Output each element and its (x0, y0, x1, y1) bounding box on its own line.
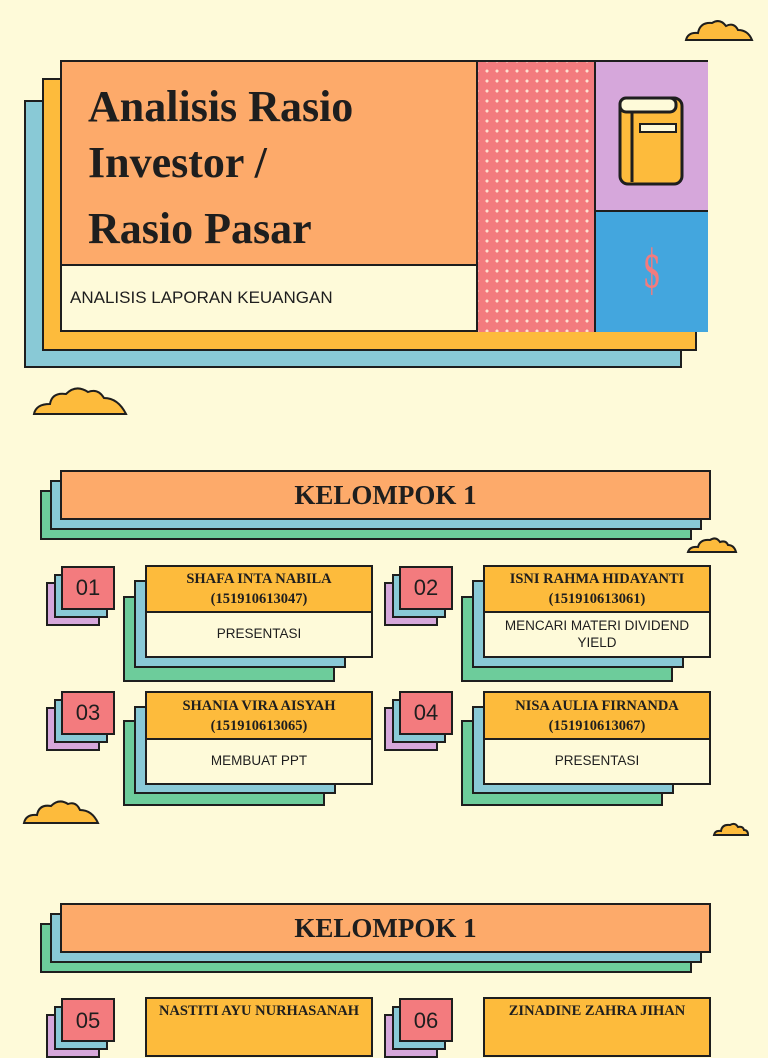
member-number: 04 (413, 700, 439, 725)
member-card: ISNI RAHMA HIDAYANTI (151910613061) MENC… (483, 565, 711, 658)
book-panel (596, 62, 708, 212)
member-task: PRESENTASI (554, 753, 640, 768)
member-nim: (151910613047) (210, 591, 308, 607)
member-name: ISNI RAHMA HIDAYANTI (509, 571, 685, 587)
member-number-badge: 01 (61, 566, 115, 610)
member-card: SHAFA INTA NABILA (151910613047) PRESENT… (145, 565, 373, 658)
header-card: Analisis Rasio Investor / Rasio Pasar AN… (60, 60, 708, 332)
member-number: 01 (75, 575, 101, 600)
cloud-decoration (684, 20, 754, 41)
member-card-header: SHAFA INTA NABILA (151910613047) (147, 567, 371, 613)
book-icon (618, 96, 684, 186)
section-banner-2: KELOMPOK 1 (60, 903, 711, 953)
member-number: 06 (413, 1008, 439, 1033)
member-name: SHAFA INTA NABILA (186, 571, 332, 587)
member-number-badge: 05 (61, 998, 115, 1042)
member-task: MEMBUAT PPT (210, 753, 308, 768)
subtitle: ANALISIS LAPORAN KEUANGAN (70, 288, 333, 307)
member-card-header: SHANIA VIRA AISYAH (151910613065) (147, 693, 371, 740)
member-name: NISA AULIA FIRNANDA (515, 697, 679, 714)
member-card: NASTITI AYU NURHASANAH (145, 997, 373, 1057)
section-banner-1: KELOMPOK 1 (60, 470, 711, 520)
section-title: KELOMPOK 1 (294, 479, 477, 510)
cloud-decoration (22, 800, 100, 824)
title-line-2: Investor / (88, 138, 267, 187)
member-name: SHANIA VIRA AISYAH (182, 697, 336, 714)
dollar-icon: $ (642, 240, 662, 300)
member-number-badge: 04 (399, 691, 453, 735)
title-line-3: Rasio Pasar (88, 204, 312, 253)
subtitle-panel: ANALISIS LAPORAN KEUANGAN (62, 266, 478, 332)
cloud-decoration (686, 537, 738, 553)
member-number-badge: 02 (399, 566, 453, 610)
page-title: Analisis Rasio Investor / Rasio Pasar (88, 76, 353, 260)
member-card-header: ISNI RAHMA HIDAYANTI (151910613061) (485, 567, 709, 613)
member-number-badge: 06 (399, 998, 453, 1042)
member-number: 02 (413, 575, 439, 600)
member-card-header: NISA AULIA FIRNANDA (151910613067) (485, 693, 709, 740)
member-number: 05 (75, 1008, 101, 1033)
member-nim: (151910613065) (210, 717, 308, 734)
member-nim: (151910613067) (548, 717, 646, 734)
title-panel: Analisis Rasio Investor / Rasio Pasar (62, 62, 478, 266)
member-card: NISA AULIA FIRNANDA (151910613067) PRESE… (483, 691, 711, 785)
member-task: PRESENTASI (216, 626, 302, 641)
section-title: KELOMPOK 1 (294, 912, 477, 943)
title-line-1: Analisis Rasio (88, 82, 354, 131)
cloud-decoration (712, 822, 750, 836)
dollar-panel: $ (596, 212, 708, 332)
member-card: SHANIA VIRA AISYAH (151910613065) MEMBUA… (145, 691, 373, 785)
cloud-decoration (32, 387, 128, 415)
dotted-panel (478, 62, 596, 332)
member-number-badge: 03 (61, 691, 115, 735)
member-name: NASTITI AYU NURHASANAH (158, 1003, 360, 1019)
member-name: ZINADINE ZAHRA JIHAN (508, 1003, 686, 1019)
member-number: 03 (75, 700, 101, 725)
member-nim: (151910613061) (548, 591, 646, 607)
member-card: ZINADINE ZAHRA JIHAN (483, 997, 711, 1057)
member-task: MENCARI MATERI DIVIDEND YIELD (504, 617, 690, 650)
